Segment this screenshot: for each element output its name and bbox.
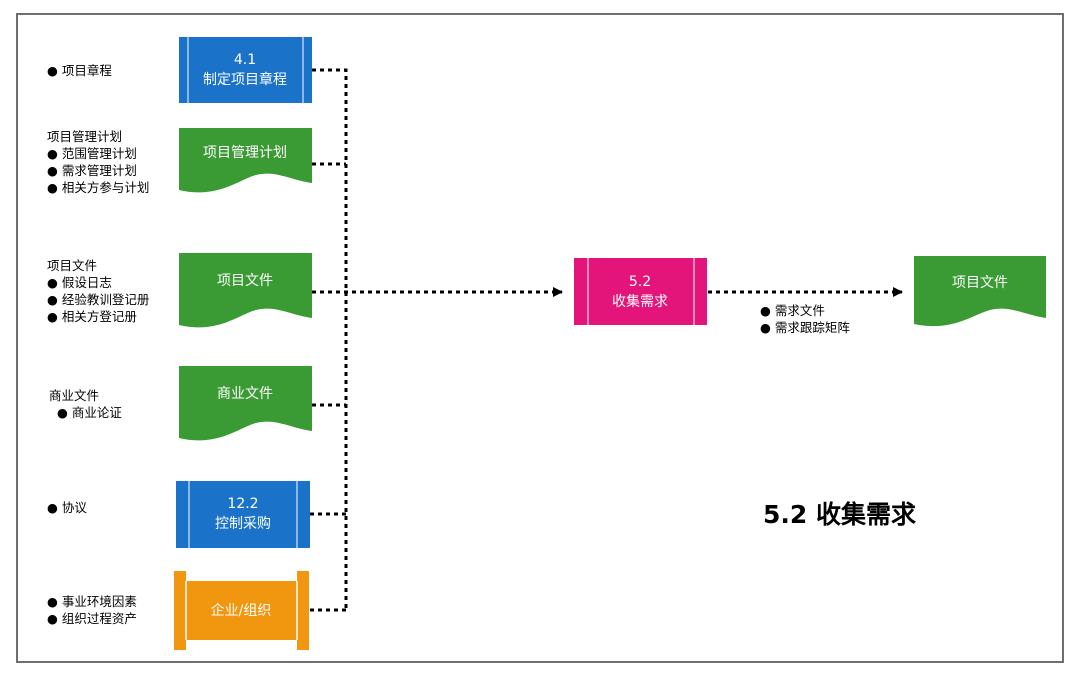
note-line: ● 组织过程资产 [47,611,137,626]
note-line: ● 范围管理计划 [47,146,137,161]
scroll-left-roll [174,571,186,650]
input-business-documents[interactable]: 商业文件 [179,366,312,441]
output-notes: ● 需求文件 ● 需求跟踪矩阵 [760,303,850,335]
note-line: ● 协议 [47,500,87,515]
link-charter-to-bus [312,68,348,610]
connector-lines [310,68,903,612]
output-project-documents[interactable]: 项目文件 [914,256,1046,327]
note-line: ● 需求管理计划 [47,163,137,178]
input-pm-plan[interactable]: 项目管理计划 [179,128,312,193]
process-name: 收集需求 [612,293,668,310]
document-label: 商业文件 [217,386,273,402]
document-shape [179,253,312,328]
scroll-right-roll [297,571,309,650]
scroll-label: 企业/组织 [211,602,272,619]
process-number: 12.2 [227,496,258,512]
document-shape [914,256,1046,327]
process-number: 4.1 [234,52,256,68]
process-name: 制定项目章程 [203,71,287,88]
document-shape [179,128,312,193]
note-line: ● 相关方参与计划 [47,180,149,195]
document-label: 项目管理计划 [203,145,287,161]
process-box [574,258,707,325]
diagram-frame [16,13,1064,663]
note-line: 项目管理计划 [47,129,122,144]
note-line: 项目文件 [47,258,97,273]
process-box [179,37,312,103]
note-line: ● 项目章程 [47,63,112,78]
note-line: ● 相关方登记册 [47,309,137,324]
process-number: 5.2 [629,274,651,290]
note-line: ● 事业环境因素 [47,594,137,609]
note-line: ● 需求跟踪矩阵 [760,320,850,335]
input-enterprise-organization[interactable]: 企业/组织 [174,571,309,650]
note-line: ● 需求文件 [760,303,825,318]
process-name: 控制采购 [215,516,271,532]
diagram-title: 5.2 收集需求 [763,500,916,529]
process-collect-requirements[interactable]: 5.2 收集需求 [574,258,707,325]
process-box [176,481,310,548]
input-control-procurement[interactable]: 12.2 控制采购 [176,481,310,548]
scroll-body [186,581,297,640]
document-label: 项目文件 [217,273,273,289]
document-label: 项目文件 [952,275,1008,291]
note-line: 商业文件 [49,388,99,403]
note-line: ● 经验教训登记册 [47,292,149,307]
input-notes: ● 项目章程 项目管理计划 ● 范围管理计划 ● 需求管理计划 ● 相关方参与计… [47,63,149,626]
note-line: ● 假设日志 [47,275,112,290]
input-develop-charter[interactable]: 4.1 制定项目章程 [179,37,312,103]
input-project-documents[interactable]: 项目文件 [179,253,312,328]
document-shape [179,366,312,441]
note-line: ● 商业论证 [49,405,122,420]
